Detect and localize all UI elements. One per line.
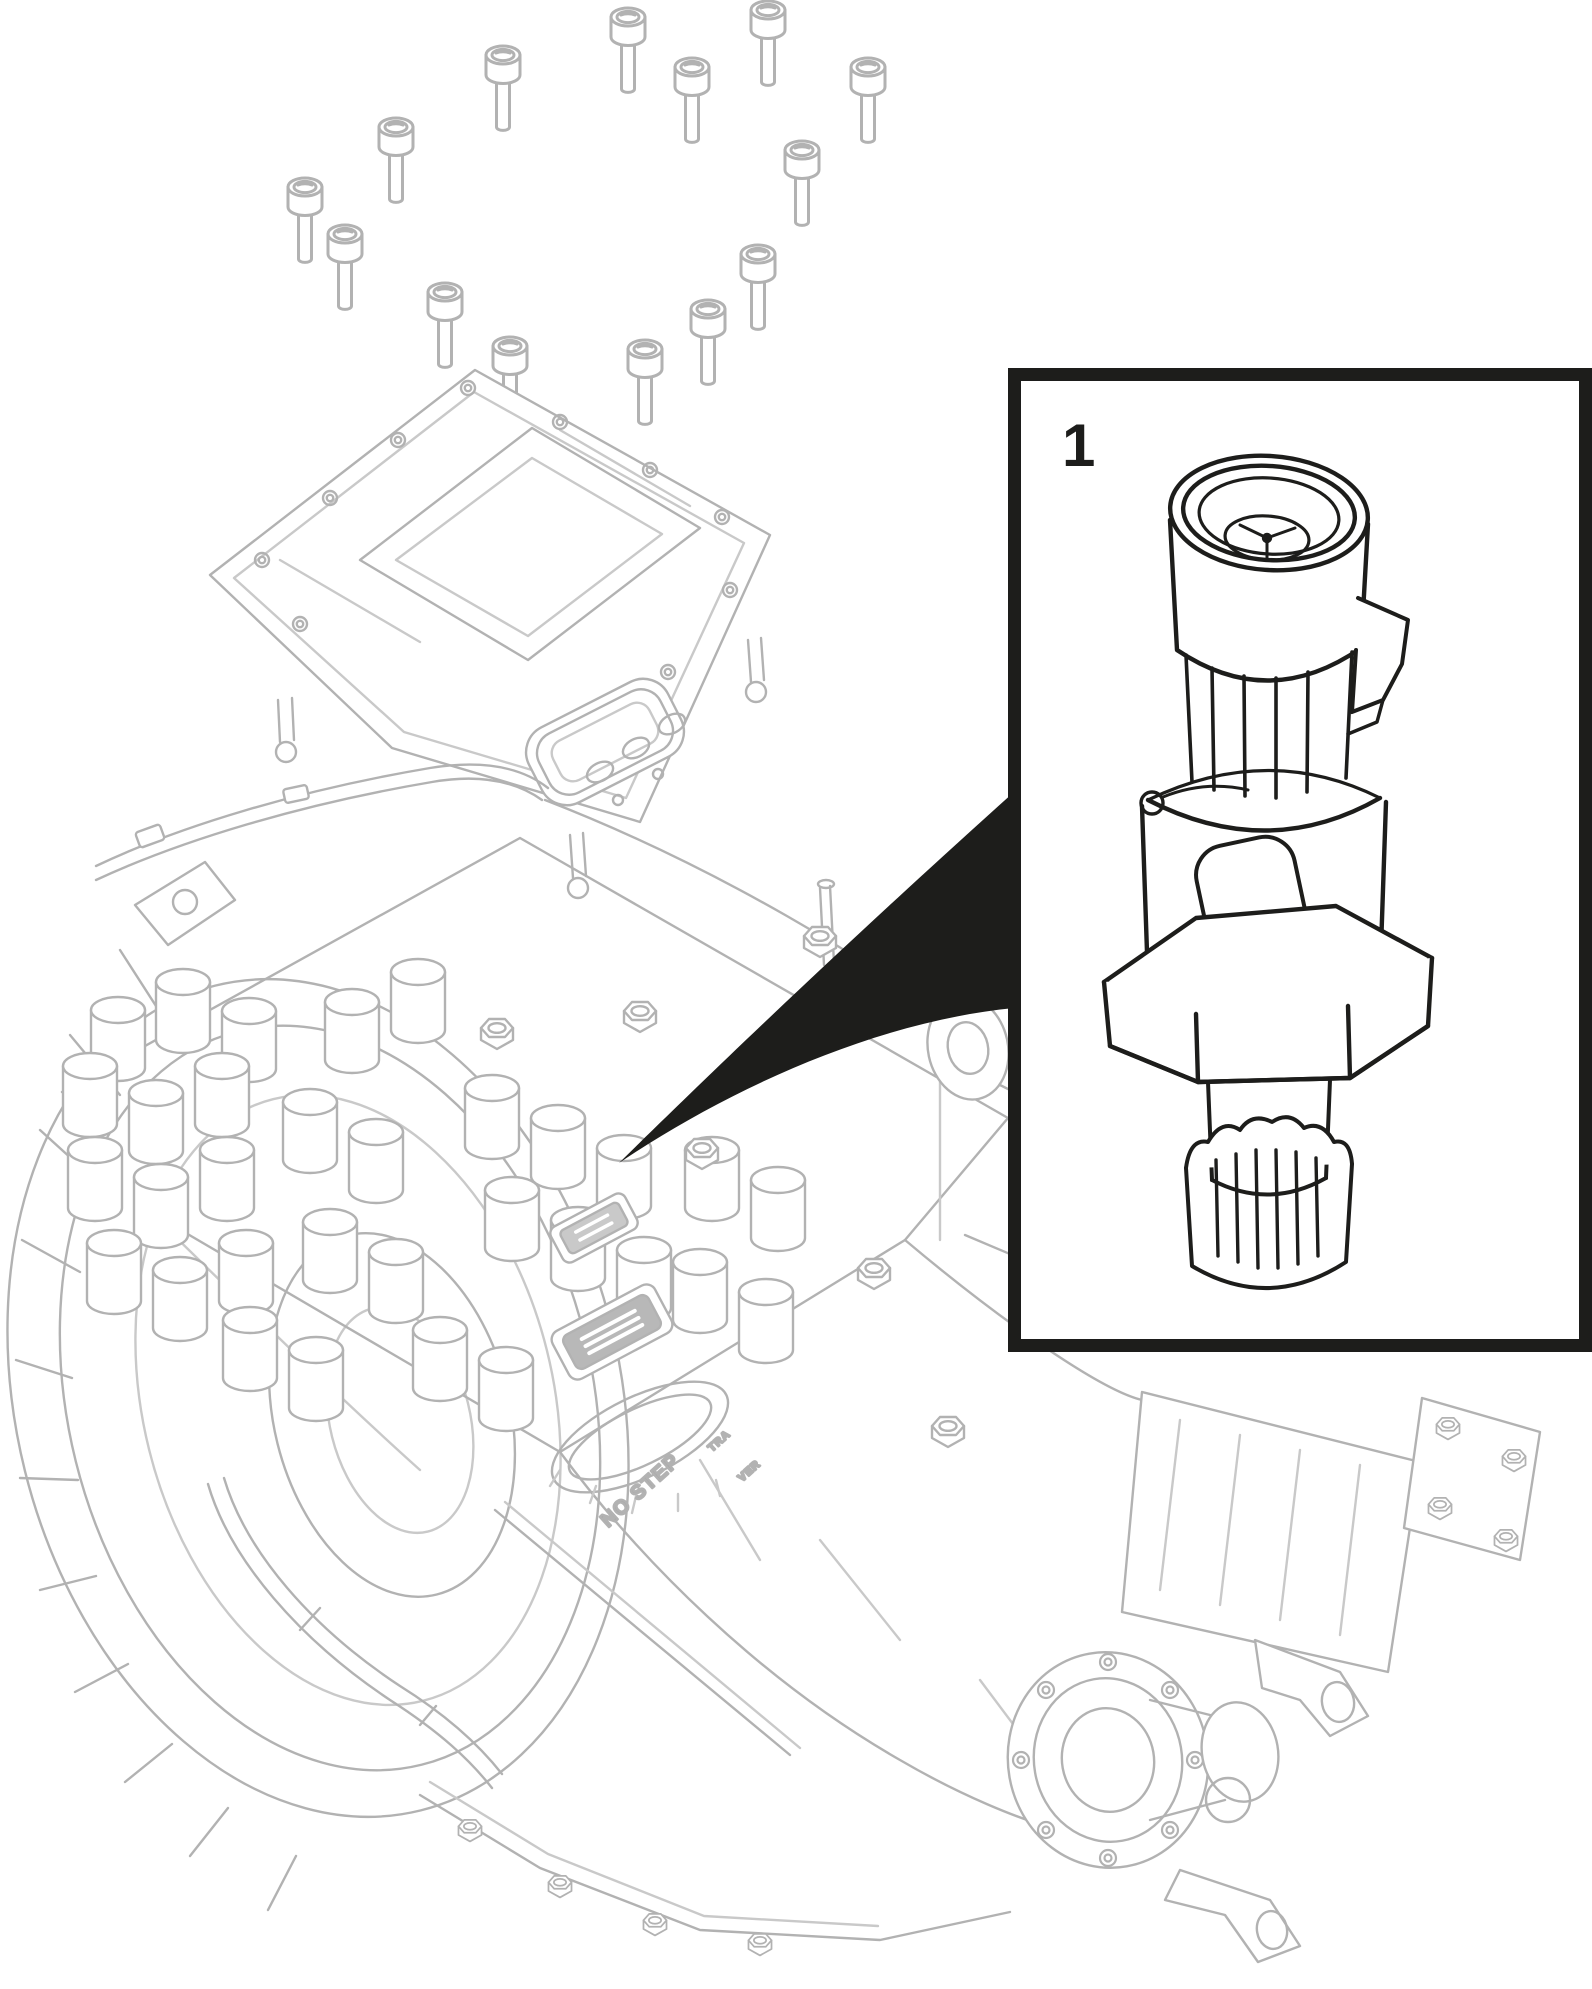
solenoid-cylinder <box>749 1165 807 1253</box>
casting-mark-ver: VER <box>736 1458 763 1484</box>
solenoid-cylinder <box>477 1345 535 1433</box>
solenoid-cylinder <box>217 1228 275 1316</box>
yoke-arm-upper <box>1253 1638 1370 1738</box>
solenoid-cylinder <box>411 1315 469 1403</box>
solenoid-cylinder <box>483 1175 541 1263</box>
sensor-castellated-port <box>1184 1115 1354 1290</box>
cover-bolt <box>609 6 647 94</box>
solenoid-cylinder <box>671 1247 729 1335</box>
cooler-tube <box>206 1482 494 1790</box>
harness-connector <box>549 1192 674 1381</box>
cover-bolt-holes <box>253 379 739 681</box>
solenoid-cylinder <box>389 957 447 1045</box>
cover-bolt <box>377 116 415 204</box>
yoke-flange-bolt <box>1011 1750 1031 1770</box>
wiring-harness <box>94 763 836 967</box>
yoke-flange-bolt <box>1036 1680 1056 1700</box>
solenoid-cylinder <box>323 987 381 1075</box>
cover-bolt <box>739 243 777 331</box>
cover-bolt <box>286 176 324 264</box>
pan-bolts <box>458 1820 771 1956</box>
yoke-flange-bolt <box>1160 1680 1180 1700</box>
sensor-neck <box>1184 650 1354 800</box>
yoke-flange-bolt <box>1185 1750 1205 1770</box>
cover-flange-holes <box>585 712 687 807</box>
solenoid-cylinder <box>281 1087 339 1175</box>
cover-bolt <box>849 56 887 144</box>
solenoid-cylinder <box>85 1228 143 1316</box>
pan-bolt <box>548 1876 571 1898</box>
solenoid-cylinder <box>154 967 212 1055</box>
solenoid-cylinder <box>66 1135 124 1223</box>
cover-bolt <box>326 223 364 311</box>
pan-bolt <box>748 1934 771 1956</box>
solenoid-cylinder <box>463 1073 521 1161</box>
oil-pan <box>206 1476 1012 1956</box>
case-contours <box>60 798 1144 1832</box>
solenoid-cylinder <box>221 1305 279 1393</box>
rear-housing <box>1120 1390 1542 1674</box>
case-hex-bolt <box>856 1257 892 1291</box>
solenoid-cylinder <box>132 1162 190 1250</box>
pan-bolt <box>458 1820 481 1842</box>
callout-box-frame <box>1008 368 1592 1352</box>
cover-bolt <box>426 281 464 369</box>
case-hex-bolt <box>479 1017 515 1051</box>
solenoid-cylinder <box>287 1335 345 1423</box>
yoke-flange-bolt <box>1098 1652 1118 1672</box>
solenoid-cylinder <box>193 1051 251 1139</box>
sensor-connector-cup <box>1167 453 1410 736</box>
solenoid-cylinder <box>367 1237 425 1325</box>
callout-arrow <box>619 792 1014 1163</box>
control-module-cover <box>208 368 772 900</box>
cover-plateau-inner <box>394 456 664 638</box>
solenoid-cylinder <box>151 1255 209 1343</box>
cover-bolt <box>673 56 711 144</box>
output-yoke <box>1006 1638 1370 1964</box>
solenoid-cylinder <box>198 1135 256 1223</box>
casting-mark-tra: TRA <box>706 1428 733 1454</box>
connector-key-tab <box>1350 596 1410 714</box>
cover-bolt <box>484 44 522 132</box>
solenoid-cylinder <box>347 1117 405 1205</box>
cover-seal-window <box>524 677 686 807</box>
solenoid-cylinder <box>737 1277 795 1365</box>
case-hex-bolt <box>622 1000 658 1034</box>
callout-box: 1 <box>1008 368 1592 1352</box>
cover-bolt-field <box>286 0 887 426</box>
oval-boss <box>548 1380 730 1515</box>
solenoid-cylinder <box>529 1103 587 1191</box>
yoke-flange-bolt <box>1160 1820 1180 1840</box>
pan-bolt <box>643 1914 666 1936</box>
solenoid-cylinder <box>61 1051 119 1139</box>
valve-body-solenoids <box>61 957 807 1433</box>
yoke-flange-bolt <box>1098 1848 1118 1868</box>
yoke-flange-bolt <box>1036 1820 1056 1840</box>
callout-number: 1 <box>1062 412 1095 479</box>
cover-bolt <box>783 139 821 227</box>
case-hex-bolt <box>802 925 838 959</box>
cover-inner-line <box>232 390 746 800</box>
cover-standoff-feet <box>274 636 768 900</box>
mounting-ear <box>133 860 237 947</box>
solenoid-cylinder <box>301 1207 359 1295</box>
case-hex-bolt <box>930 1415 966 1449</box>
cover-plateau <box>358 426 702 662</box>
cover-bolt <box>689 298 727 386</box>
cover-bolt <box>626 338 664 426</box>
solenoid-cylinder <box>127 1078 185 1166</box>
yoke-arm-lower <box>1163 1868 1302 1964</box>
cover-bolt <box>749 0 787 87</box>
sensor-hex-nut <box>1101 903 1435 1085</box>
pressure-sensor-illustration <box>1101 453 1435 1290</box>
